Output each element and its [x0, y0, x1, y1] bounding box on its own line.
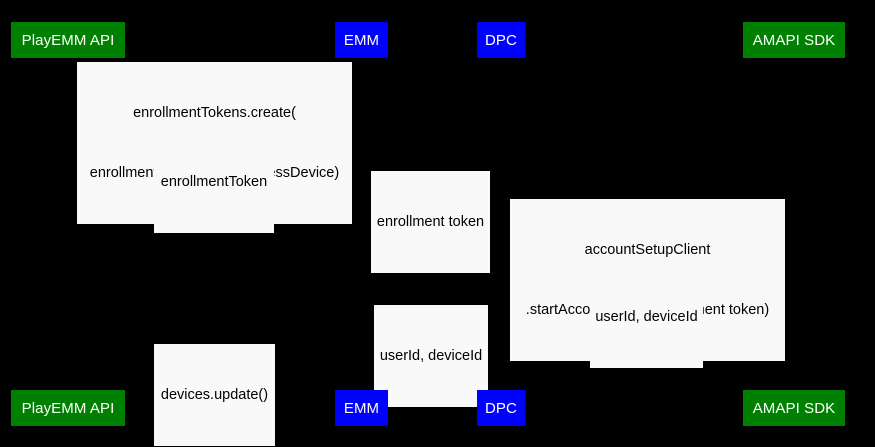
participant-label: PlayEMM API [21, 399, 115, 417]
participant-label: PlayEMM API [21, 31, 115, 49]
message-line-1: userId, deviceId [379, 348, 483, 364]
message-userid-deviceid-sdk-to-dpc: userId, deviceId [590, 266, 703, 368]
participant-label: EMM [343, 399, 380, 417]
participant-bottom-playemm-api[interactable]: PlayEMM API [11, 390, 125, 426]
participant-bottom-amapi-sdk[interactable]: AMAPI SDK [743, 390, 845, 426]
message-line-1: enrollmentTokens.create( [133, 105, 296, 121]
message-devices-update: devices.update() [154, 344, 275, 446]
participant-label: DPC [485, 31, 517, 49]
message-line-1: enrollmentToken [160, 174, 268, 190]
participant-bottom-dpc[interactable]: DPC [477, 390, 525, 426]
participant-top-dpc[interactable]: DPC [477, 22, 525, 58]
participant-label: EMM [343, 31, 380, 49]
message-enrollment-token-transfer: enrollment token [371, 171, 490, 273]
message-line-1: accountSetupClient [584, 242, 711, 258]
participant-top-emm[interactable]: EMM [335, 22, 388, 58]
message-line-1: devices.update() [160, 387, 269, 403]
participant-label: AMAPI SDK [752, 31, 836, 49]
message-enrollment-token-response: enrollmentToken [154, 131, 274, 233]
participant-top-amapi-sdk[interactable]: AMAPI SDK [743, 22, 845, 58]
message-line-1: enrollment token [376, 214, 485, 230]
participant-top-playemm-api[interactable]: PlayEMM API [11, 22, 125, 58]
participant-label: DPC [485, 399, 517, 417]
message-userid-deviceid-dpc-to-emm: userId, deviceId [374, 305, 488, 407]
message-line-1: userId, deviceId [595, 309, 698, 325]
participant-bottom-emm[interactable]: EMM [335, 390, 388, 426]
participant-label: AMAPI SDK [752, 399, 836, 417]
